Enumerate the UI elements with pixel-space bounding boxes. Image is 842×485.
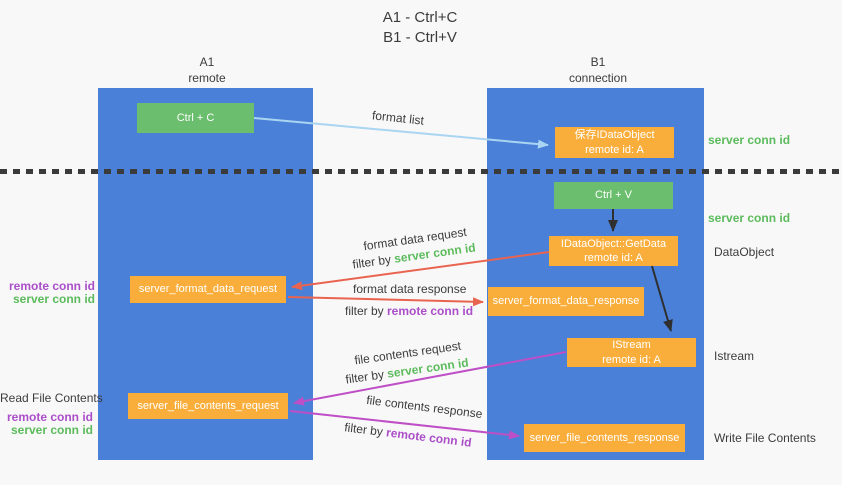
label-server-conn-id-2: server conn id bbox=[10, 423, 93, 437]
column-a-header: A1 remote bbox=[147, 54, 267, 86]
box-server-file-contents-response-label: server_file_contents_response bbox=[529, 431, 680, 444]
box-save-idataobject: 保存IDataObject remote id: A bbox=[555, 127, 674, 158]
box-idataobject-getdata: IDataObject::GetData remote id: A bbox=[549, 236, 678, 266]
column-a-subtitle: remote bbox=[188, 71, 226, 86]
label-server-conn-id-mid: server conn id bbox=[708, 211, 791, 225]
label-read-file-contents: Read File Contents bbox=[0, 391, 103, 405]
box-istream: IStream remote id: A bbox=[567, 338, 696, 367]
filter-prefix: filter by bbox=[344, 366, 389, 387]
box-server-format-data-request: server_format_data_request bbox=[130, 276, 286, 303]
label-filter-by-remote-conn-id-2: filter by remote conn id bbox=[344, 420, 473, 449]
column-b-header: B1 connection bbox=[538, 54, 658, 86]
box-ctrl-v-label: Ctrl + V bbox=[595, 189, 632, 202]
filter-prefix: filter by bbox=[345, 304, 388, 318]
title-line-1: A1 - Ctrl+C bbox=[382, 9, 458, 26]
session-divider bbox=[0, 169, 842, 174]
label-remote-conn-id-1: remote conn id bbox=[8, 279, 95, 293]
label-remote-conn-id-2: remote conn id bbox=[6, 410, 93, 424]
label-server-conn-id-top: server conn id bbox=[708, 133, 791, 147]
label-file-contents-response: file contents response bbox=[365, 392, 484, 422]
filter-prefix: filter by bbox=[343, 420, 388, 440]
filter-key: remote conn id bbox=[387, 304, 474, 318]
box-save-idataobject-line2: remote id: A bbox=[585, 143, 644, 156]
column-b-subtitle: connection bbox=[568, 71, 628, 86]
box-idataobject-getdata-line1: IDataObject::GetData bbox=[560, 237, 667, 250]
box-server-file-contents-request-label: server_file_contents_request bbox=[137, 399, 279, 412]
filter-key: remote conn id bbox=[385, 425, 473, 450]
box-istream-line2: remote id: A bbox=[602, 353, 661, 366]
box-server-format-data-request-label: server_format_data_request bbox=[138, 283, 278, 296]
label-format-data-response: format data response bbox=[353, 282, 467, 296]
filter-prefix: filter by bbox=[351, 251, 396, 272]
box-server-format-data-response-label: server_format_data_response bbox=[492, 295, 640, 308]
box-ctrl-c: Ctrl + C bbox=[137, 103, 254, 133]
column-b-name: B1 bbox=[590, 55, 606, 69]
column-a-name: A1 bbox=[199, 55, 215, 69]
box-istream-line1: IStream bbox=[612, 339, 651, 352]
label-server-conn-id-1: server conn id bbox=[12, 292, 95, 306]
label-filter-by-remote-conn-id-1: filter by remote conn id bbox=[345, 304, 473, 318]
label-dataobject: DataObject bbox=[714, 245, 775, 259]
box-ctrl-c-label: Ctrl + C bbox=[176, 111, 215, 124]
diagram-title: A1 - Ctrl+C B1 - Ctrl+V bbox=[300, 8, 540, 49]
label-istream: Istream bbox=[714, 349, 755, 363]
box-server-file-contents-request: server_file_contents_request bbox=[128, 393, 288, 419]
title-line-2: B1 - Ctrl+V bbox=[383, 29, 457, 47]
label-format-list: format list bbox=[371, 108, 425, 128]
box-save-idataobject-line1: 保存IDataObject bbox=[574, 129, 655, 142]
box-idataobject-getdata-line2: remote id: A bbox=[584, 252, 643, 264]
box-server-file-contents-response: server_file_contents_response bbox=[524, 424, 685, 452]
label-write-file-contents: Write File Contents bbox=[714, 431, 816, 445]
arrow-format-data-response bbox=[287, 296, 484, 307]
box-ctrl-v: Ctrl + V bbox=[554, 182, 673, 209]
box-server-format-data-response: server_format_data_response bbox=[488, 287, 644, 316]
